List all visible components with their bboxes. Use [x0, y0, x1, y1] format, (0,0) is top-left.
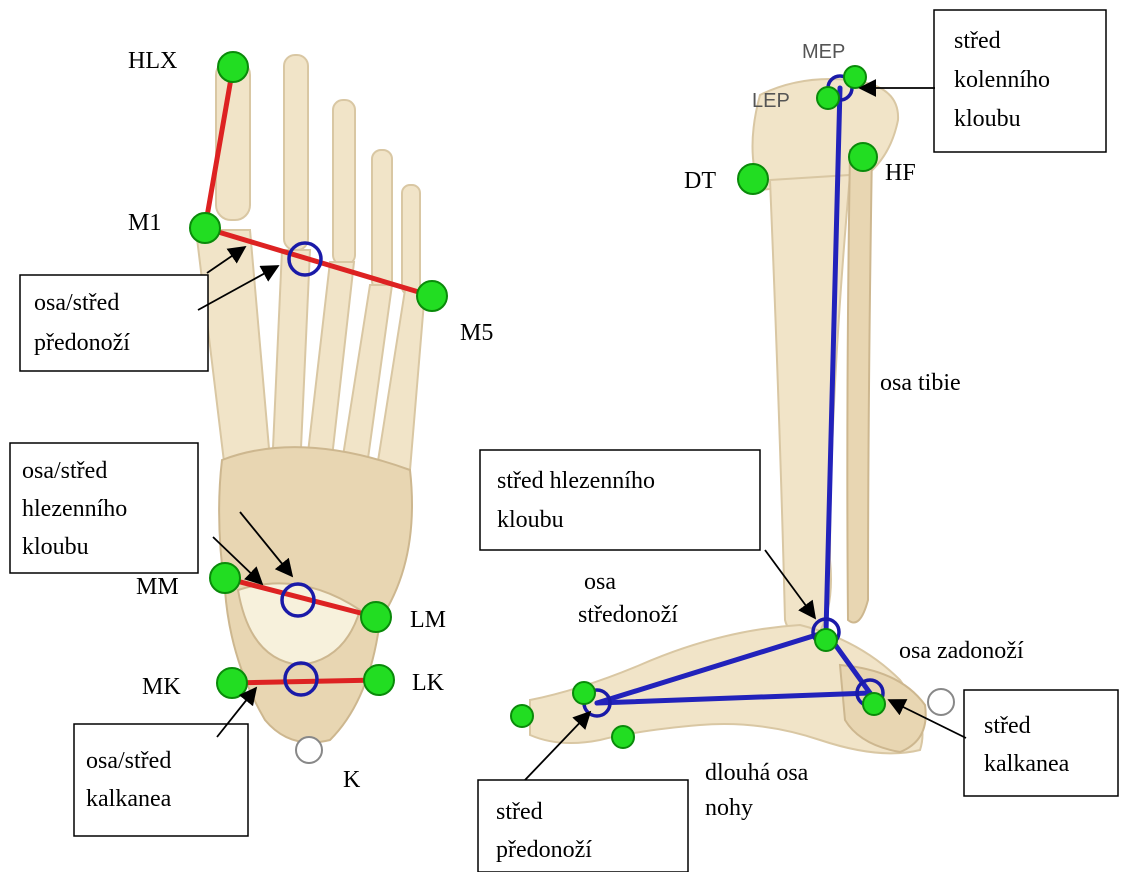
- landmark-m1: [190, 213, 220, 243]
- label-dlouha-osa-1: dlouhá osa: [705, 760, 809, 786]
- label-mep: MEP: [802, 41, 845, 63]
- svg-text:střed: střed: [496, 799, 543, 825]
- landmark-lk: [364, 665, 394, 695]
- label-hlx: HLX: [128, 48, 177, 74]
- box-calcaneus-center-right: střed kalkanea: [964, 690, 1118, 796]
- svg-text:kalkanea: kalkanea: [984, 751, 1070, 777]
- toe-2-bone: [284, 55, 308, 250]
- label-dlouha-osa-2: nohy: [705, 795, 753, 821]
- foot-dorsal-illustration: [196, 55, 425, 743]
- svg-text:předonoží: předonoží: [34, 330, 130, 356]
- label-hf: HF: [885, 160, 916, 186]
- svg-text:kloubu: kloubu: [22, 534, 89, 560]
- calcaneus-posterior-marker: [928, 689, 954, 715]
- label-k: K: [343, 767, 361, 793]
- label-osa-stredonozi-1: osa: [584, 569, 616, 595]
- label-osa-tibie: osa tibie: [880, 370, 961, 396]
- landmark-toe-tip: [511, 705, 533, 727]
- svg-text:osa/střed: osa/střed: [34, 290, 119, 316]
- svg-text:kloubu: kloubu: [497, 507, 564, 533]
- fibula: [847, 150, 872, 623]
- toe-5-bone: [402, 185, 420, 295]
- landmark-hlx: [218, 52, 248, 82]
- label-m5: M5: [460, 320, 493, 346]
- svg-text:střed: střed: [984, 713, 1031, 739]
- svg-text:osa/střed: osa/střed: [22, 458, 107, 484]
- label-lm: LM: [410, 607, 446, 633]
- svg-text:kloubu: kloubu: [954, 106, 1021, 132]
- landmark-calcaneus-right: [863, 693, 885, 715]
- label-lep: LEP: [752, 90, 790, 112]
- box-forefoot-center-right: střed předonoží: [478, 780, 688, 872]
- metatarsal-2: [272, 250, 310, 470]
- svg-text:střed hlezenního: střed hlezenního: [497, 468, 655, 494]
- svg-text:střed: střed: [954, 28, 1001, 54]
- label-m1: M1: [128, 210, 161, 236]
- toe-3-bone: [333, 100, 355, 265]
- box-forefoot-axis-left: osa/střed předonoží: [20, 275, 208, 371]
- box-ankle-center-right: střed hlezenního kloubu: [480, 450, 760, 550]
- landmark-dt: [738, 164, 768, 194]
- label-osa-zadonozi: osa zadonoží: [899, 638, 1024, 664]
- landmark-lep: [817, 87, 839, 109]
- svg-text:hlezenního: hlezenního: [22, 496, 127, 522]
- calcaneus-k-marker: [296, 737, 322, 763]
- landmark-lm: [361, 602, 391, 632]
- label-dt: DT: [684, 168, 716, 194]
- label-mm: MM: [136, 574, 179, 600]
- landmark-hf: [849, 143, 877, 171]
- label-osa-stredonozi-2: středonoží: [578, 602, 678, 628]
- toe-4-bone: [372, 150, 392, 290]
- landmark-forefoot-lateral: [612, 726, 634, 748]
- box-calcaneus-axis-left: osa/střed kalkanea: [74, 724, 248, 836]
- landmark-mep: [844, 66, 866, 88]
- box-ankle-axis-left: osa/střed hlezenního kloubu: [10, 443, 198, 573]
- landmark-mk: [217, 668, 247, 698]
- landmark-forefoot-medial: [573, 682, 595, 704]
- svg-text:kolenního: kolenního: [954, 67, 1050, 93]
- label-lk: LK: [412, 670, 445, 696]
- label-mk: MK: [142, 674, 181, 700]
- box-knee-center: střed kolenního kloubu: [934, 10, 1106, 152]
- svg-text:osa/střed: osa/střed: [86, 748, 171, 774]
- landmark-m5: [417, 281, 447, 311]
- svg-text:předonoží: předonoží: [496, 837, 592, 863]
- landmark-mm: [210, 563, 240, 593]
- svg-text:kalkanea: kalkanea: [86, 786, 172, 812]
- leg-lateral-illustration: [530, 79, 926, 753]
- landmark-ankle-right: [815, 629, 837, 651]
- calcaneus-axis-line-left: [232, 680, 379, 683]
